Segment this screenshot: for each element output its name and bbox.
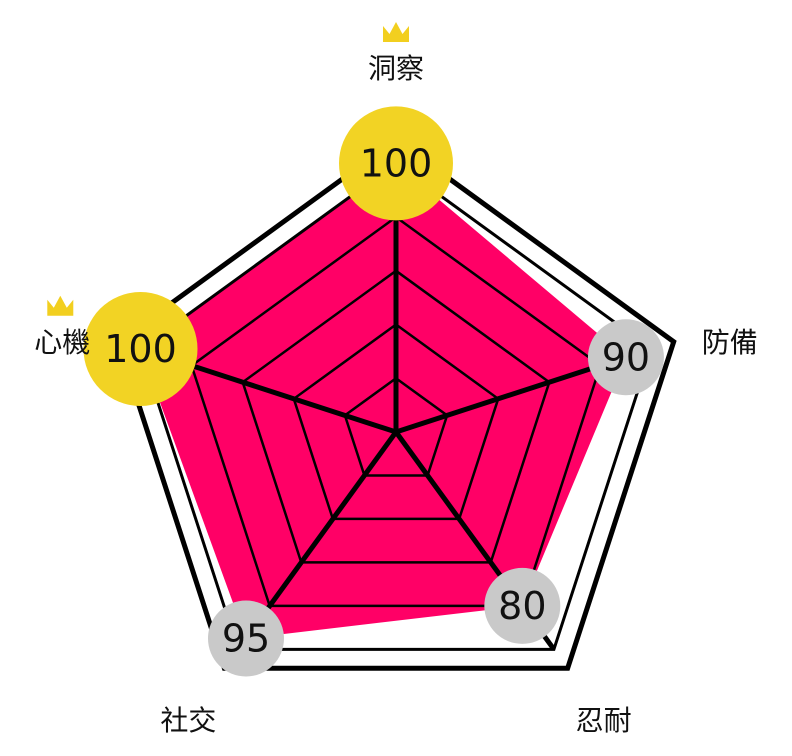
- crown-icon: [47, 295, 74, 316]
- value-label-4: 95: [222, 616, 270, 660]
- grid-ring-4: [190, 215, 602, 608]
- value-badge-5: [83, 291, 198, 406]
- axis-label-5: 心機: [34, 326, 90, 359]
- axis-label-4: 社交: [160, 704, 216, 737]
- value-label-1: 100: [360, 141, 433, 185]
- axis-label-2: 防備: [702, 326, 758, 359]
- value-badge-2: [587, 319, 664, 396]
- grid-ring-3: [241, 269, 551, 564]
- grid-ring-1: [343, 376, 449, 477]
- value-label-2: 90: [602, 335, 650, 379]
- crown-icon: [383, 22, 409, 42]
- value-badge-1: [339, 106, 453, 221]
- value-label-3: 80: [498, 584, 546, 628]
- value-badge-3: [484, 567, 561, 644]
- data-area: [140, 163, 626, 639]
- axis-label-1: 洞察: [368, 52, 424, 85]
- value-label-5: 100: [104, 327, 177, 371]
- axis-label-3: 忍耐: [576, 704, 632, 737]
- badge-layer: 100 90 80 95 100: [83, 106, 664, 677]
- grid-ring-2: [292, 322, 500, 521]
- value-badge-4: [207, 600, 284, 677]
- fill-layer: [140, 163, 626, 639]
